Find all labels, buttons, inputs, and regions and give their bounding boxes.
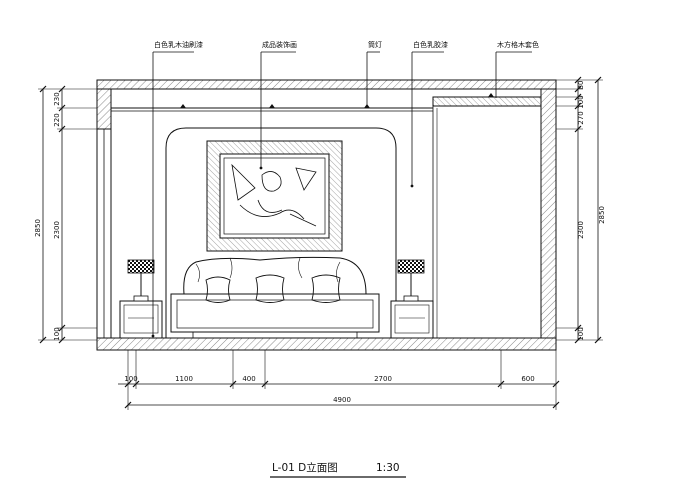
annotation-label: 筒灯 xyxy=(368,40,382,49)
drawing-title-label: L-01 D立面图 xyxy=(272,461,338,474)
left-table-lamp xyxy=(127,259,155,302)
annotation-label: 成品装饰画 xyxy=(262,40,297,49)
right-dimension-chain: 80 100 270 2300 100 2850 xyxy=(556,76,606,344)
right-table-lamp xyxy=(397,259,425,302)
dim-left-top2: 220 xyxy=(53,113,61,126)
left-dimension-chain: 2850 230 220 2300 100 xyxy=(34,85,97,344)
dim-right-top1: 100 xyxy=(577,95,585,108)
dim-right-bottom: 100 xyxy=(577,327,585,340)
annotation-label: 白色乳胶漆 xyxy=(413,40,448,49)
dim-bottom-5: 600 xyxy=(521,375,534,383)
dim-left-mid: 2300 xyxy=(53,221,61,239)
left-nightstand xyxy=(119,300,163,339)
drawing-title: L-01 D立面图 1:30 xyxy=(270,461,406,478)
annotation-leaders xyxy=(151,51,532,338)
bottom-dimension-chain: 100 1100 400 2700 600 4900 xyxy=(118,350,560,410)
annotation-label: 白色乳木油刷漆 xyxy=(154,40,203,49)
dim-left-bottom: 100 xyxy=(53,327,61,340)
bed xyxy=(170,256,380,338)
dim-left-top1: 230 xyxy=(53,92,61,105)
drawing-scale: 1:30 xyxy=(376,462,400,474)
dim-bottom-1: 100 xyxy=(124,375,137,383)
annotation-label: 木方格木套色 xyxy=(497,40,539,49)
dim-bottom-total: 4900 xyxy=(333,396,351,404)
dim-bottom-3: 400 xyxy=(242,375,255,383)
dim-left-total: 2850 xyxy=(34,219,42,237)
dim-bottom-4: 2700 xyxy=(374,375,392,383)
room-structure xyxy=(96,79,557,351)
decorative-painting xyxy=(206,140,343,252)
dim-right-mid: 2300 xyxy=(577,221,585,239)
dim-right-top0: 80 xyxy=(577,81,585,90)
dim-right-top2: 270 xyxy=(577,111,585,124)
annotation-labels: 白色乳木油刷漆 成品装饰画 筒灯 白色乳胶漆 木方格木套色 xyxy=(154,40,539,49)
right-nightstand xyxy=(390,300,434,339)
dim-bottom-2: 1100 xyxy=(175,375,193,383)
dim-right-total: 2850 xyxy=(598,206,606,224)
